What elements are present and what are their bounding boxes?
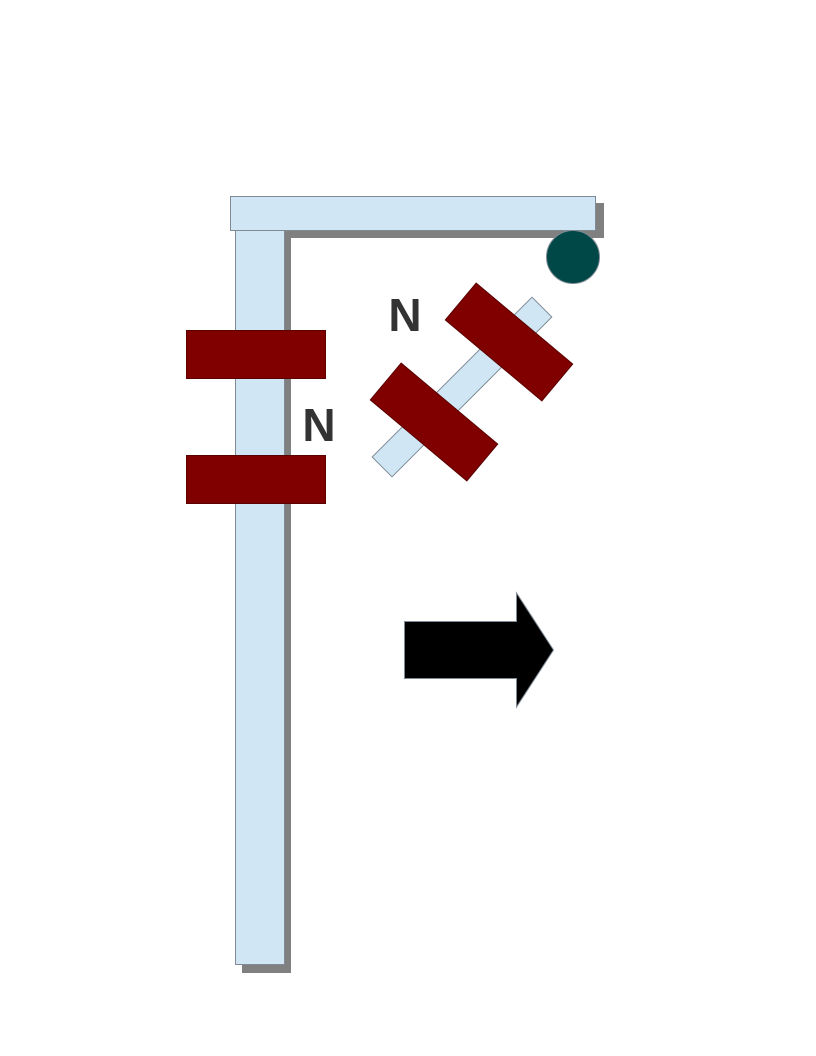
pendulum-magnet-lower xyxy=(369,362,499,482)
pivot-circle-icon xyxy=(546,230,600,284)
pendulum-magnet-upper xyxy=(444,282,574,402)
lower-n-label: N xyxy=(302,399,335,451)
fixed-magnet-upper xyxy=(186,330,326,379)
pendulum-assembly xyxy=(369,282,574,482)
right-arrow-icon xyxy=(404,591,555,709)
top-beam xyxy=(230,196,596,231)
upper-n-label: N xyxy=(388,289,421,341)
fixed-magnets xyxy=(186,330,326,504)
fixed-magnet-lower xyxy=(186,455,326,504)
